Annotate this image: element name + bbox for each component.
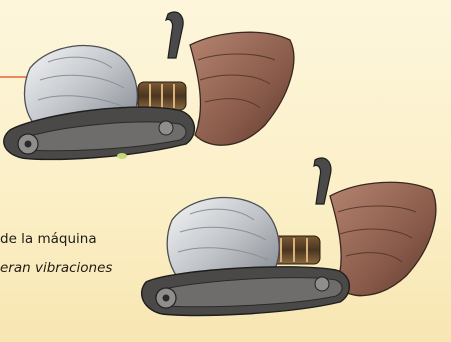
caption-line-1: de la máquina <box>0 231 97 247</box>
machine-lower <box>142 158 436 316</box>
machine-upper <box>4 12 294 159</box>
caption-line-2: eran vibraciones <box>0 260 112 276</box>
